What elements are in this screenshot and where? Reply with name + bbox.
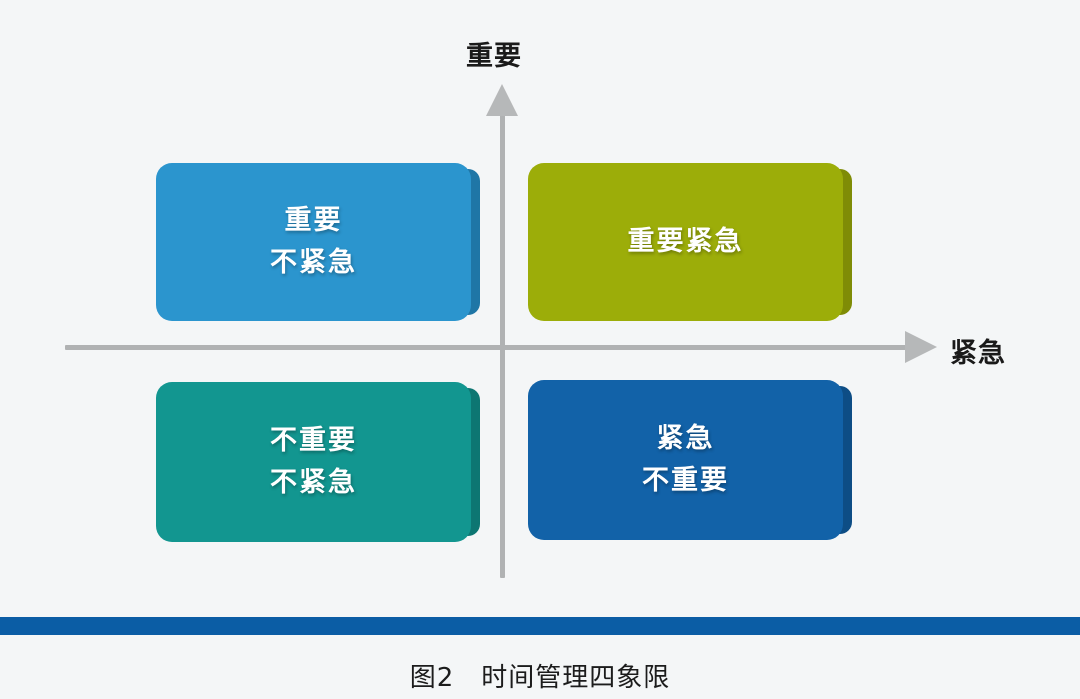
quadrant-label-group: 不重要 不紧急 [270, 420, 357, 504]
horizontal-axis-line [65, 345, 920, 350]
quadrant-label-line-2: 不紧急 [270, 247, 357, 278]
quadrant-label-line-1: 重要紧急 [627, 226, 744, 258]
arrow-up-icon [486, 84, 518, 116]
quadrant-label-line-2: 不紧急 [270, 467, 357, 498]
vertical-axis-label: 重要 [466, 41, 522, 72]
quadrant-face [528, 163, 843, 321]
quadrant-important-not-urgent[interactable]: 重要 不紧急 [156, 163, 480, 321]
quadrant-face [156, 382, 471, 542]
quadrant-label-group: 重要紧急 [628, 221, 744, 263]
quadrant-urgent-not-important[interactable]: 紧急 不重要 [528, 380, 852, 540]
figure-caption: 图2 时间管理四象限 [409, 663, 671, 693]
quadrant-label-line-2: 不重要 [642, 465, 729, 496]
page-divider-bar [0, 617, 1080, 635]
horizontal-axis-label: 紧急 [950, 338, 1006, 369]
quadrant-label-group: 重要 不紧急 [270, 200, 357, 284]
quadrant-label-line-1: 不重要 [270, 425, 357, 457]
quadrant-important-urgent[interactable]: 重要紧急 [528, 163, 852, 321]
quadrant-face [528, 380, 843, 540]
quadrant-label-line-1: 重要 [284, 205, 343, 237]
vertical-axis-line [500, 110, 505, 578]
arrow-right-icon [905, 331, 937, 363]
quadrant-not-important-not-urgent[interactable]: 不重要 不紧急 [156, 382, 480, 542]
quadrant-label-line-1: 紧急 [656, 423, 715, 455]
quadrant-face [156, 163, 471, 321]
quadrant-label-group: 紧急 不重要 [642, 418, 729, 502]
